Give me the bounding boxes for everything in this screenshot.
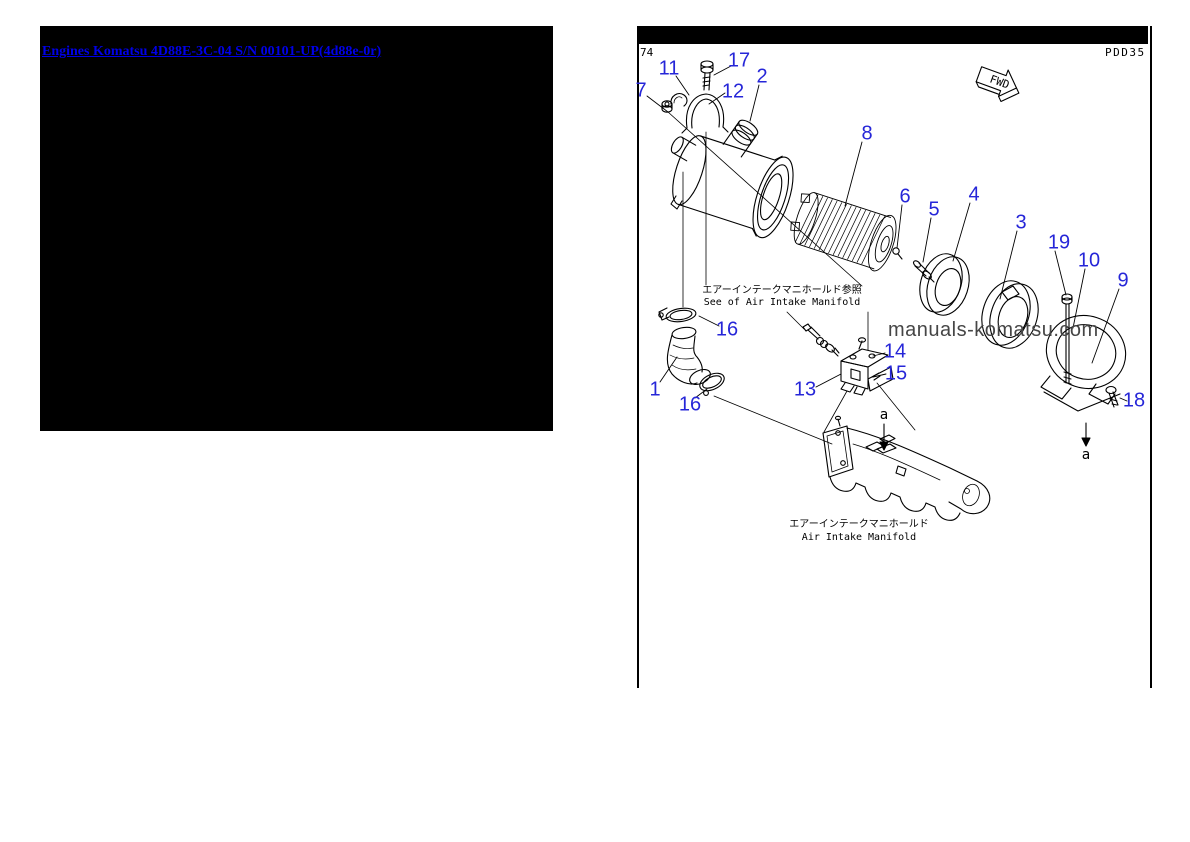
fwd-arrow-icon <box>975 66 1020 103</box>
intake-manifold-caption: エアーインテークマニホールド Air Intake Manifold <box>786 519 932 544</box>
callout-6[interactable]: 6 <box>899 185 911 208</box>
callout-3[interactable]: 3 <box>1015 211 1027 234</box>
callout-15[interactable]: 15 <box>884 362 908 385</box>
caption-japanese: エアーインテークマニホールド <box>789 519 929 530</box>
section-marker-a-right: a <box>1081 447 1091 463</box>
callout-8[interactable]: 8 <box>861 122 873 145</box>
sheet-number: 74 <box>640 46 654 59</box>
fwd-label-text: FWD <box>988 73 1011 92</box>
callout-1[interactable]: 1 <box>649 378 661 401</box>
callout-4[interactable]: 4 <box>968 183 980 206</box>
callout-19[interactable]: 19 <box>1047 231 1071 254</box>
intake-manifold-reference-note: エアーインテークマニホールド参照 See of Air Intake Manif… <box>700 285 864 309</box>
callout-11[interactable]: 11 <box>658 57 680 80</box>
callout-9[interactable]: 9 <box>1117 269 1129 292</box>
note-japanese: エアーインテークマニホールド参照 <box>702 285 862 296</box>
callout-10[interactable]: 10 <box>1077 249 1101 272</box>
callout-18[interactable]: 18 <box>1122 389 1146 412</box>
engine-model-link[interactable]: Engines Komatsu 4D88E-3C-04 S/N 00101-UP… <box>42 44 382 59</box>
section-marker-a-left: a <box>879 407 889 423</box>
callout-13[interactable]: 13 <box>793 378 817 401</box>
callout-5[interactable]: 5 <box>928 198 940 221</box>
note-english: See of Air Intake Manifold <box>703 297 861 308</box>
callout-16-b[interactable]: 16 <box>678 393 702 416</box>
callout-12[interactable]: 12 <box>721 80 745 103</box>
callout-17[interactable]: 17 <box>727 49 751 72</box>
watermark: manuals-komatsu.com <box>888 319 1099 341</box>
callout-7[interactable]: 7 <box>635 79 647 102</box>
callout-2[interactable]: 2 <box>756 65 768 88</box>
diagram-frame <box>637 26 1152 688</box>
left-black-panel <box>40 26 553 431</box>
diagram-top-bar <box>639 26 1148 44</box>
caption-english: Air Intake Manifold <box>801 531 917 543</box>
callout-16-a[interactable]: 16 <box>715 318 739 341</box>
callout-14[interactable]: 14 <box>883 340 907 363</box>
figure-code: PDD35 <box>1105 46 1146 59</box>
